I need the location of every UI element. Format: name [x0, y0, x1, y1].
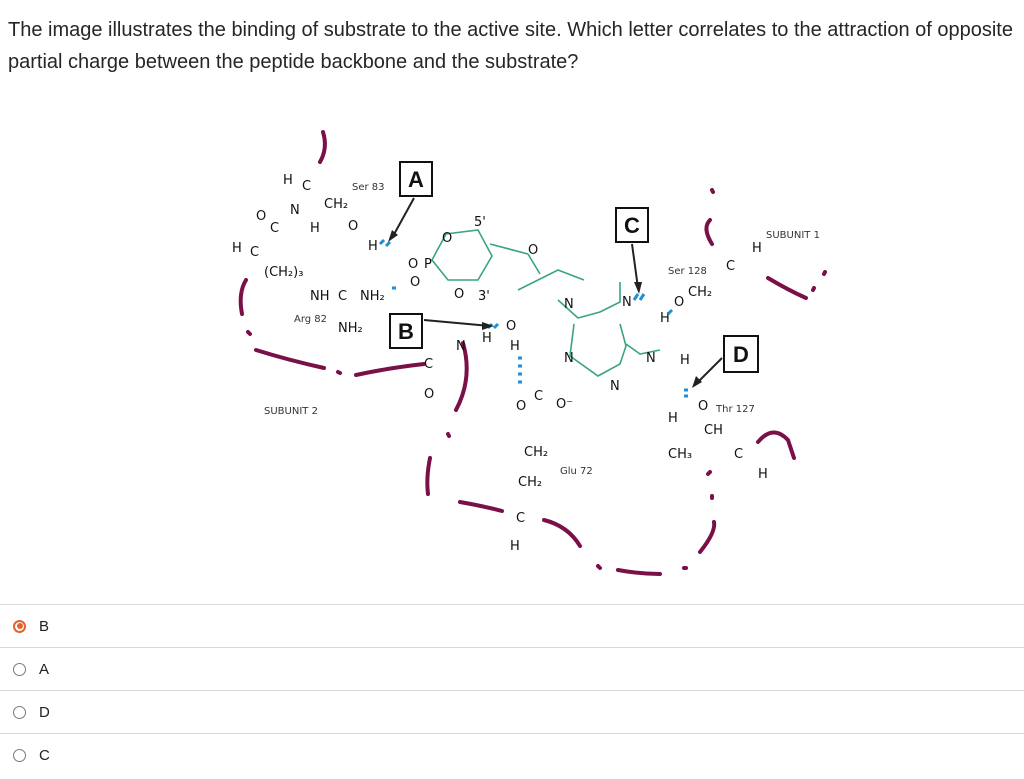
svg-text:H: H	[482, 331, 492, 346]
label-5prime: 5'	[474, 215, 486, 230]
svg-text:N: N	[290, 203, 300, 218]
svg-text:O: O	[424, 387, 434, 402]
radio-icon[interactable]	[13, 662, 26, 676]
svg-text:CH: CH	[704, 423, 723, 438]
svg-text:O: O	[454, 287, 464, 302]
svg-text:H: H	[368, 239, 378, 254]
svg-text:(CH₂)₃: (CH₂)₃	[264, 265, 303, 280]
svg-text:A: A	[408, 167, 424, 192]
svg-text:CH₃: CH₃	[668, 447, 692, 462]
svg-text:H: H	[758, 467, 768, 482]
radio-icon[interactable]	[13, 705, 26, 719]
label-ser128: Ser 128	[668, 266, 707, 277]
answer-options: B A D C	[0, 604, 1024, 776]
active-site-diagram: O O N N N N N P O O O O H O CH₂ C H H O …	[228, 128, 828, 588]
svg-text:H: H	[310, 221, 320, 236]
box-c: C	[615, 207, 649, 243]
svg-text:O: O	[698, 399, 708, 414]
label-thr127: Thr 127	[715, 404, 755, 415]
svg-text:N: N	[622, 295, 632, 310]
svg-text:H: H	[752, 241, 762, 256]
svg-text:H: H	[660, 311, 670, 326]
svg-text:N: N	[456, 339, 466, 354]
svg-text:C: C	[516, 511, 525, 526]
arrow-c	[631, 243, 639, 289]
svg-text:C: C	[726, 259, 735, 274]
svg-text:O: O	[408, 257, 418, 272]
option-d[interactable]: D	[0, 690, 1024, 733]
label-subunit2: SUBUNIT 2	[264, 406, 318, 417]
arrowhead-c	[634, 282, 642, 294]
svg-text:H: H	[510, 539, 520, 554]
option-label: A	[39, 660, 50, 678]
svg-text:H: H	[668, 411, 678, 426]
svg-text:O: O	[674, 295, 684, 310]
arrow-d	[695, 357, 723, 385]
svg-text:CH₂: CH₂	[324, 197, 348, 212]
svg-text:D: D	[733, 342, 749, 367]
svg-text:H: H	[680, 353, 690, 368]
svg-text:O: O	[516, 399, 526, 414]
arrowhead-b	[482, 322, 494, 330]
svg-text:N: N	[646, 351, 656, 366]
svg-text:CH₂: CH₂	[518, 475, 542, 490]
svg-text:NH₂: NH₂	[338, 321, 363, 336]
svg-text:C: C	[338, 289, 347, 304]
option-a[interactable]: A	[0, 647, 1024, 690]
box-d: D	[723, 335, 759, 373]
arrow-b	[423, 319, 491, 327]
svg-text:CH₂: CH₂	[688, 285, 712, 300]
svg-text:B: B	[398, 319, 414, 344]
svg-text:C: C	[534, 389, 543, 404]
svg-text:C: C	[734, 447, 743, 462]
option-c[interactable]: C	[0, 733, 1024, 776]
svg-text:NH: NH	[310, 289, 330, 304]
label-arg82: Arg 82	[294, 314, 327, 325]
svg-text:O⁻: O⁻	[556, 397, 573, 412]
label-subunit1: SUBUNIT 1	[766, 230, 820, 241]
svg-text:NH₂: NH₂	[360, 289, 385, 304]
svg-text:H: H	[510, 339, 520, 354]
svg-text:N: N	[564, 351, 574, 366]
label-ser83: Ser 83	[352, 182, 385, 193]
svg-text:H: H	[232, 241, 242, 256]
radio-icon[interactable]	[13, 748, 26, 762]
option-label: C	[39, 746, 50, 764]
svg-text:C: C	[624, 213, 640, 238]
protein-backbone	[238, 130, 827, 576]
option-label: B	[39, 617, 50, 635]
svg-text:N: N	[564, 297, 574, 312]
svg-text:P: P	[424, 257, 432, 272]
arrowhead-d	[692, 376, 702, 388]
active-site-svg: O O N N N N N P O O O O H O CH₂ C H H O …	[232, 130, 827, 576]
svg-text:O: O	[256, 209, 266, 224]
svg-text:O: O	[528, 243, 538, 258]
svg-text:O: O	[506, 319, 516, 334]
question-text: The image illustrates the binding of sub…	[8, 19, 1013, 73]
svg-text:C: C	[250, 245, 259, 260]
svg-text:C: C	[302, 179, 311, 194]
substrate-rings	[431, 229, 661, 377]
svg-text:O: O	[410, 275, 420, 290]
svg-text:O: O	[348, 219, 358, 234]
svg-text:C: C	[424, 357, 433, 372]
svg-text:O: O	[442, 231, 452, 246]
label-3prime: 3'	[478, 289, 490, 304]
svg-text:H: H	[283, 173, 293, 188]
label-glu72: Glu 72	[560, 466, 593, 477]
box-b: B	[389, 313, 423, 349]
box-a: A	[399, 161, 433, 197]
option-b[interactable]: B	[0, 604, 1024, 647]
svg-text:C: C	[270, 221, 279, 236]
option-label: D	[39, 703, 50, 721]
arrowhead-a	[388, 230, 398, 242]
hydrogen-bonds	[378, 238, 688, 398]
svg-text:CH₂: CH₂	[524, 445, 548, 460]
substrate-atoms: O O N N N N N P O O O O H O CH₂ C H H O …	[232, 173, 768, 554]
radio-selected-icon[interactable]	[13, 619, 26, 633]
arrow-a	[391, 197, 415, 239]
svg-text:N: N	[610, 379, 620, 394]
